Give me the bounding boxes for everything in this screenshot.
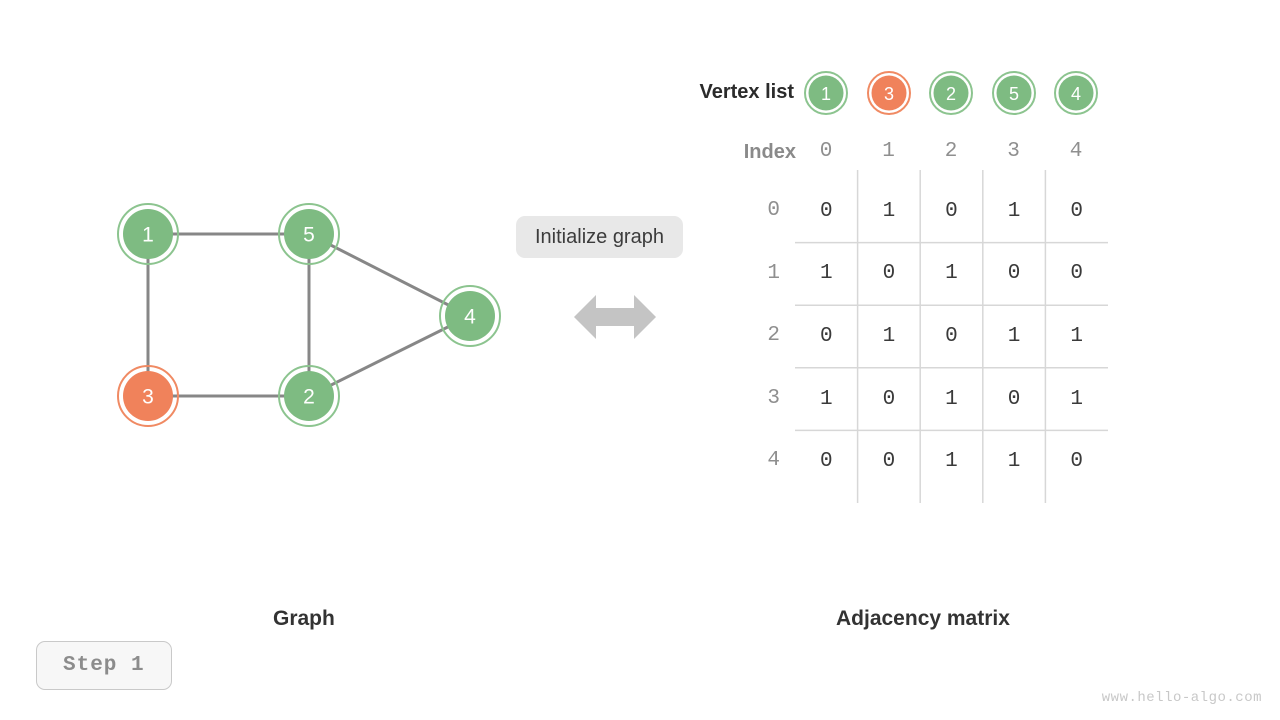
- matrix-cell-3-3[interactable]: 0: [1007, 387, 1021, 411]
- matrix-row-header: 3: [767, 386, 780, 410]
- vertex-outer-ring: [278, 203, 340, 265]
- matrix-cell-0-4[interactable]: 0: [1070, 199, 1083, 223]
- vertex-label: 2: [303, 386, 315, 409]
- matrix-cells: 0 1 0 1 0 1 0 1 0 0 0 1 0 1 1 1 0 1 0 1 0 0 1 1 0: [795, 180, 1108, 493]
- index-label: Index: [743, 141, 796, 163]
- matrix-column-header: 1: [882, 140, 895, 163]
- matrix-column-header: 3: [1007, 140, 1020, 163]
- vertex-disc: [123, 371, 173, 421]
- matrix-column-header: 2: [944, 140, 958, 163]
- matrix-cell-4-4[interactable]: 0: [1070, 450, 1083, 474]
- matrix-caption: Adjacency matrix: [836, 607, 1010, 630]
- vertex-disc: [284, 371, 334, 421]
- vertex-label: 5: [303, 224, 315, 247]
- graph-edge: [308, 314, 471, 398]
- matrix-cell-1-2[interactable]: 1: [945, 262, 958, 286]
- vertex-list-label: Vertex list: [699, 81, 794, 103]
- matrix-cell-0-2[interactable]: 0: [945, 199, 958, 223]
- vertex-outer-ring: [117, 203, 179, 265]
- graph-edge: [308, 232, 471, 318]
- svg-text:1: 1: [821, 84, 831, 104]
- svg-text:3: 3: [883, 84, 893, 104]
- graph-panel: 1 5 4 3 2: [0, 0, 520, 560]
- vertex-outer-ring: [117, 365, 179, 427]
- adjacency-matrix-panel: Vertex list 1 3 2 5 4 Index 0 1 2 3 4 0 1 2 3 4 0 1 0 1…: [600, 0, 1280, 560]
- matrix-row-header: 0: [767, 199, 780, 222]
- matrix-cell-0-3[interactable]: 1: [1007, 199, 1021, 223]
- matrix-cell-1-1[interactable]: 0: [882, 262, 896, 286]
- matrix-cell-4-0[interactable]: 0: [819, 450, 833, 474]
- matrix-grid: 0 1 0 1 0 1 0 1 0 0 0 1 0 1 1 1 0 1 0 1 0 0 1 1 0: [795, 170, 1108, 503]
- matrix-cell-3-2[interactable]: 1: [945, 387, 958, 411]
- vertex-disc: [123, 209, 173, 259]
- matrix-cell-0-1[interactable]: 1: [882, 199, 896, 223]
- vertex-list-item-4[interactable]: 4: [1053, 70, 1099, 116]
- matrix-cell-3-1[interactable]: 0: [882, 387, 896, 411]
- step-badge: Step 1: [36, 641, 172, 690]
- matrix-cell-3-4[interactable]: 1: [1070, 387, 1083, 411]
- matrix-cell-3-0[interactable]: 1: [819, 387, 833, 411]
- svg-text:2: 2: [946, 84, 956, 104]
- matrix-cell-2-3[interactable]: 1: [1007, 324, 1021, 348]
- matrix-row-header: 1: [767, 261, 780, 285]
- matrix-cell-1-4[interactable]: 0: [1070, 262, 1083, 286]
- vertex-list-item-3[interactable]: 3: [866, 70, 912, 116]
- matrix-cell-1-0[interactable]: 1: [819, 262, 833, 286]
- vertex-label: 1: [142, 224, 154, 247]
- vertex-disc: [284, 209, 334, 259]
- vertex-outer-ring: [439, 285, 501, 347]
- watermark: www.hello-algo.com: [1101, 690, 1262, 706]
- transform-label: Initialize graph: [516, 216, 683, 258]
- matrix-cell-4-2[interactable]: 1: [945, 450, 958, 474]
- matrix-cell-4-3[interactable]: 1: [1007, 450, 1021, 474]
- graph-vertex-3[interactable]: 3: [117, 365, 179, 427]
- graph-vertex-1[interactable]: 1: [117, 203, 179, 265]
- matrix-cell-1-3[interactable]: 0: [1007, 262, 1021, 286]
- vertex-list-item-1[interactable]: 1: [803, 70, 849, 116]
- graph-vertex-2[interactable]: 2: [278, 365, 340, 427]
- vertex-label: 3: [142, 386, 154, 409]
- vertex-label: 4: [464, 306, 476, 329]
- matrix-row-headers: 0 1 2 3 4: [730, 180, 780, 493]
- double-arrow-horizontal-icon: [574, 295, 656, 339]
- matrix-row-header: 2: [767, 324, 780, 347]
- matrix-gridlines: [795, 170, 1108, 503]
- matrix-column-header: 0: [819, 140, 833, 163]
- matrix-cell-2-0[interactable]: 0: [819, 324, 833, 348]
- graph-caption: Graph: [273, 607, 335, 630]
- svg-text:4: 4: [1071, 84, 1081, 104]
- graph-vertex-5[interactable]: 5: [278, 203, 340, 265]
- matrix-row-header: 4: [767, 449, 780, 472]
- vertex-disc: [445, 291, 495, 341]
- svg-text:5: 5: [1008, 84, 1018, 104]
- vertex-list-item-5[interactable]: 5: [991, 70, 1037, 116]
- matrix-cell-4-1[interactable]: 0: [882, 450, 896, 474]
- graph-diagram: 1 5 4 3 2: [117, 203, 501, 427]
- graph-nodes: 1 5 4 3 2: [117, 203, 501, 427]
- matrix-cell-2-4[interactable]: 1: [1070, 324, 1083, 348]
- vertex-list-item-2[interactable]: 2: [928, 70, 974, 116]
- vertex-outer-ring: [278, 365, 340, 427]
- matrix-cell-2-1[interactable]: 1: [882, 324, 896, 348]
- matrix-column-header: 4: [1069, 140, 1083, 163]
- matrix-cell-0-0[interactable]: 0: [819, 199, 833, 223]
- graph-vertex-4[interactable]: 4: [439, 285, 501, 347]
- matrix-cell-2-2[interactable]: 0: [945, 324, 958, 348]
